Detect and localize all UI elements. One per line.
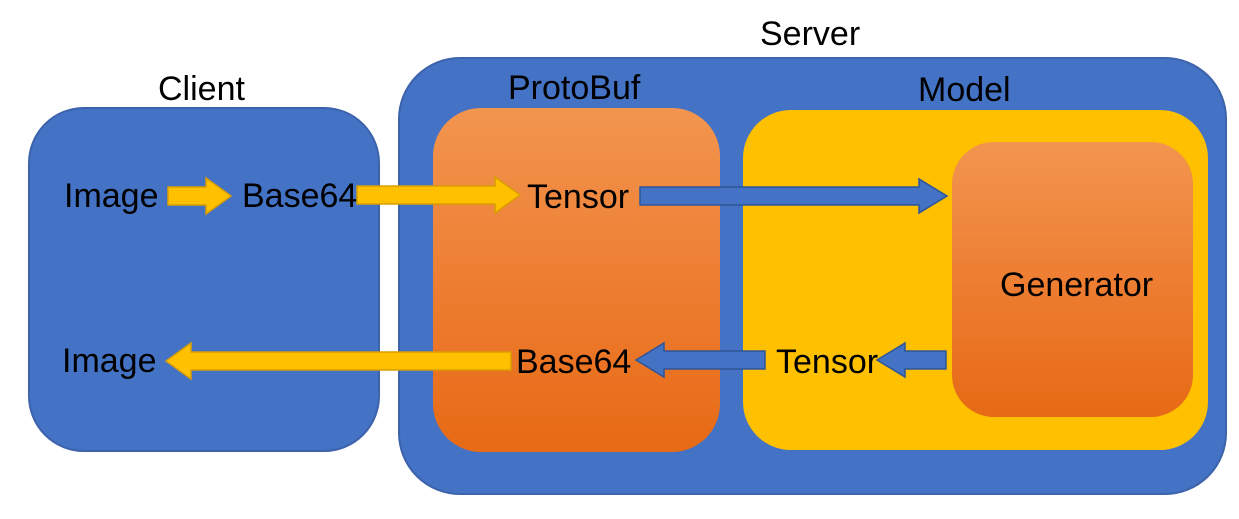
generator-label: Generator <box>1000 266 1154 304</box>
protobuf-label: ProtoBuf <box>508 69 641 107</box>
server-label: Server <box>760 15 861 53</box>
client-box <box>28 107 380 452</box>
client-label: Client <box>158 70 245 108</box>
generator-box <box>952 142 1193 417</box>
model-tensor-bottom-text: Tensor <box>776 343 879 381</box>
client-base64-top-text: Base64 <box>242 177 358 215</box>
protobuf-tensor-top-text: Tensor <box>527 178 630 216</box>
client-image-bottom-text: Image <box>62 342 157 380</box>
protobuf-base64-bottom-text: Base64 <box>516 343 632 381</box>
client-image-top-text: Image <box>64 177 159 215</box>
model-label: Model <box>918 71 1011 109</box>
protobuf-box <box>433 108 720 452</box>
